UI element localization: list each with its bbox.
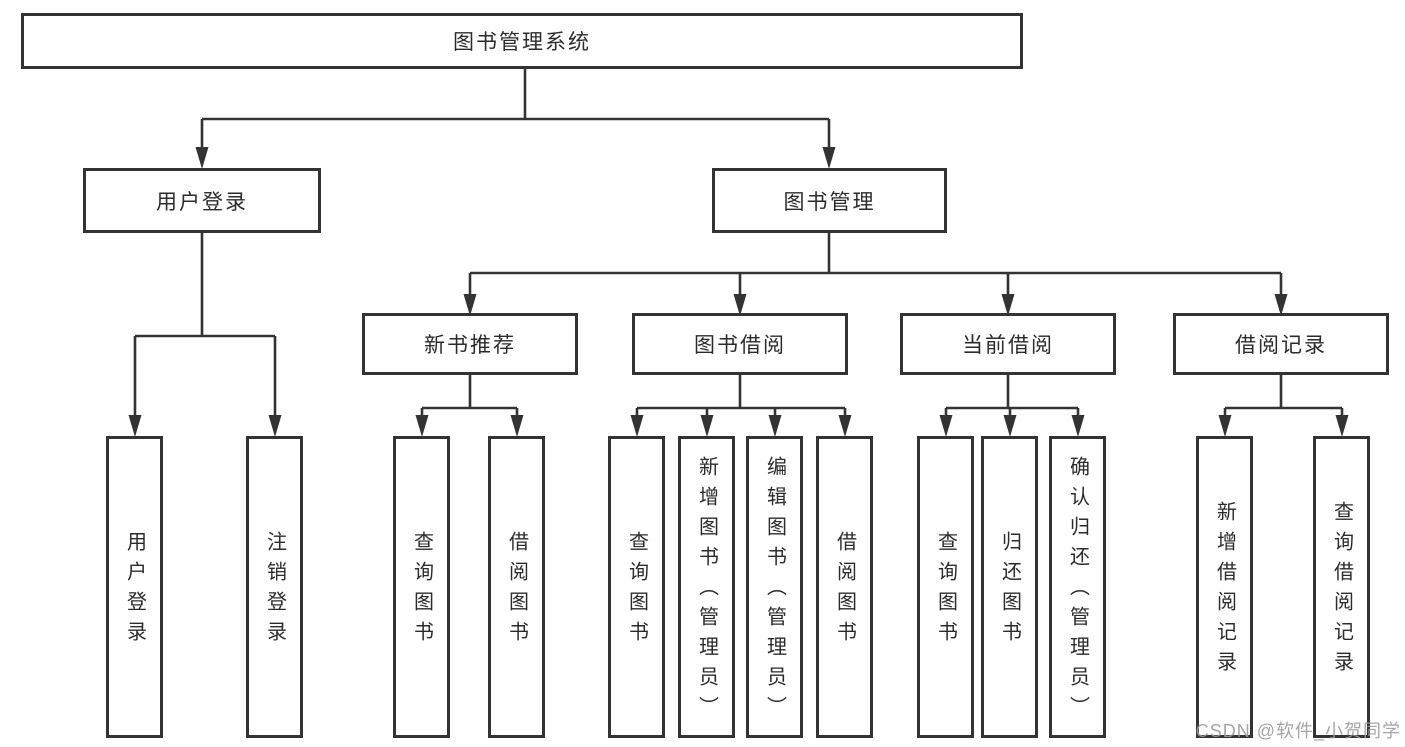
node-label: 查询图书 (410, 531, 433, 651)
arrow-down-icon (733, 294, 747, 316)
node-label: 查询图书 (934, 531, 957, 651)
arrow-down-icon (1001, 294, 1015, 316)
leaf-current-confirm-return-admin: 确认归还（管理员） (1049, 436, 1106, 738)
leaf-borrow-edit-books-admin: 编辑图书（管理员） (746, 436, 803, 738)
node-label: 借阅图书 (833, 531, 856, 651)
node-label: 编辑图书（管理员） (763, 456, 786, 726)
leaf-newbook-borrow-books: 借阅图书 (488, 436, 545, 738)
leaf-records-query-record: 查询借阅记录 (1313, 436, 1370, 738)
watermark: CSDN @软件_小贺同学 (1195, 721, 1401, 741)
node-label: 借阅图书 (505, 531, 528, 651)
arrow-down-icon (268, 415, 282, 437)
arrow-down-icon (510, 415, 524, 437)
arrow-down-icon (700, 415, 714, 437)
arrow-down-icon (1218, 415, 1232, 437)
leaf-current-query-books: 查询图书 (917, 436, 974, 738)
arrow-down-icon (1071, 415, 1085, 437)
arrow-down-icon (1335, 415, 1349, 437)
node-label: 图书管理 (783, 190, 876, 214)
node-current-borrow: 当前借阅 (900, 313, 1116, 375)
leaf-current-return-books: 归还图书 (981, 436, 1038, 738)
leaf-logout: 注销登录 (246, 436, 303, 738)
arrow-down-icon (195, 147, 209, 169)
arrow-down-icon (838, 415, 852, 437)
node-book-borrow: 图书借阅 (632, 313, 848, 375)
node-new-book-recommend: 新书推荐 (362, 313, 578, 375)
arrow-down-icon (1274, 294, 1288, 316)
arrow-down-icon (128, 415, 142, 437)
arrow-down-icon (1003, 415, 1017, 437)
node-label: 借阅记录 (1235, 334, 1327, 357)
node-label: 用户登录 (123, 531, 146, 651)
node-label: 新增图书（管理员） (695, 456, 718, 726)
node-label: 新书推荐 (424, 334, 516, 357)
node-label: 注销登录 (263, 531, 286, 651)
node-root-system: 图书管理系统 (21, 13, 1023, 69)
node-label: 查询借阅记录 (1330, 501, 1353, 681)
leaf-borrow-borrow-books: 借阅图书 (816, 436, 873, 738)
leaf-records-add-record: 新增借阅记录 (1196, 436, 1253, 738)
node-label: 当前借阅 (962, 334, 1054, 357)
arrowheads (128, 147, 1349, 437)
node-label: 用户登录 (156, 190, 248, 214)
node-user-login: 用户登录 (83, 168, 321, 233)
node-label: 图书借阅 (694, 334, 786, 357)
node-book-management: 图书管理 (712, 168, 947, 233)
node-label: 查询图书 (625, 531, 648, 651)
arrow-down-icon (939, 415, 953, 437)
arrow-down-icon (768, 415, 782, 437)
node-borrow-records: 借阅记录 (1173, 313, 1389, 375)
node-label: 归还图书 (998, 531, 1021, 651)
arrow-down-icon (415, 415, 429, 437)
arrow-down-icon (822, 147, 836, 169)
leaf-user-login: 用户登录 (106, 436, 163, 738)
leaf-borrow-add-books-admin: 新增图书（管理员） (678, 436, 735, 738)
arrow-down-icon (463, 294, 477, 316)
node-label: 新增借阅记录 (1213, 501, 1236, 681)
node-label: 图书管理系统 (453, 31, 591, 54)
leaf-borrow-query-books: 查询图书 (608, 436, 665, 738)
arrow-down-icon (630, 415, 644, 437)
leaf-newbook-query-books: 查询图书 (393, 436, 450, 738)
node-label: 确认归还（管理员） (1066, 456, 1089, 726)
